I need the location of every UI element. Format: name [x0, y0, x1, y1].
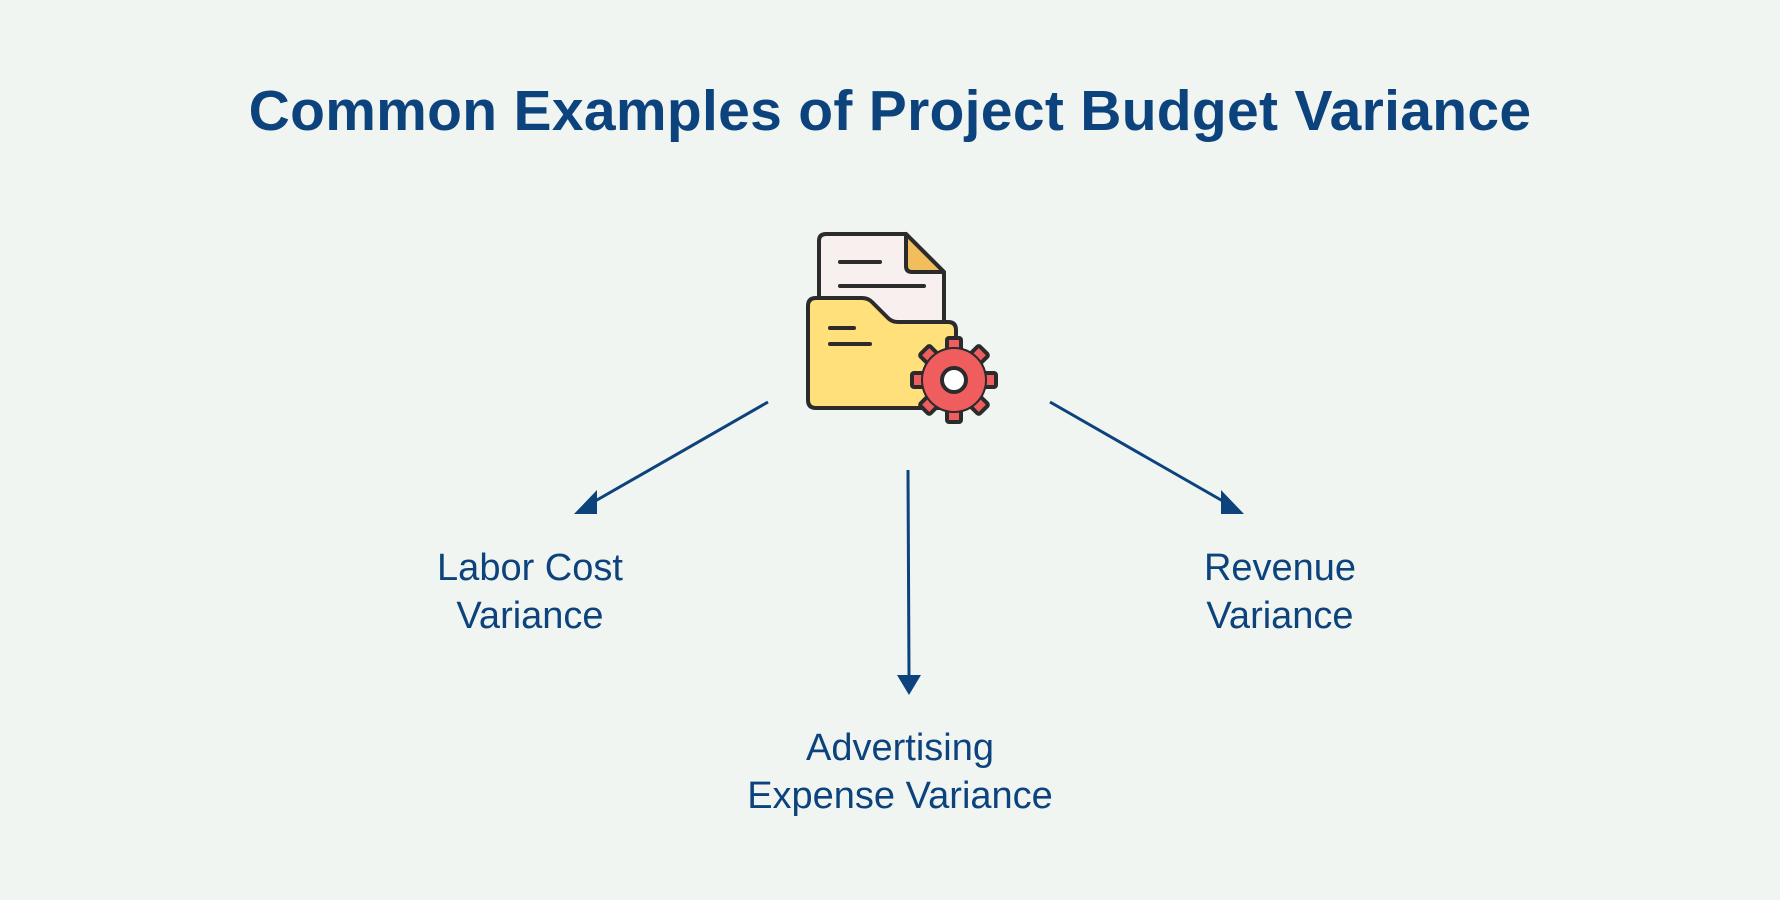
node-advertising-expense-variance: Advertising Expense Variance: [700, 724, 1100, 820]
page-title: Common Examples of Project Budget Varian…: [248, 79, 1532, 143]
gear-icon: [910, 336, 998, 424]
node-label-line: Advertising: [806, 727, 994, 769]
node-label-line: Labor Cost: [437, 547, 623, 589]
node-labor-cost-variance: Labor Cost Variance: [380, 544, 680, 640]
node-label-line: Expense Variance: [747, 775, 1053, 817]
arrow-to-revenue: [1049, 400, 1244, 514]
node-label-line: Variance: [1206, 595, 1354, 637]
folder-with-gear-icon: [800, 228, 1006, 428]
arrow-to-advertising-expense: [897, 469, 921, 695]
node-label-line: Variance: [456, 595, 604, 637]
node-label-line: Revenue: [1203, 547, 1357, 589]
arrow-to-labor-cost: [574, 400, 769, 514]
node-revenue-variance: Revenue Variance: [1130, 544, 1430, 640]
